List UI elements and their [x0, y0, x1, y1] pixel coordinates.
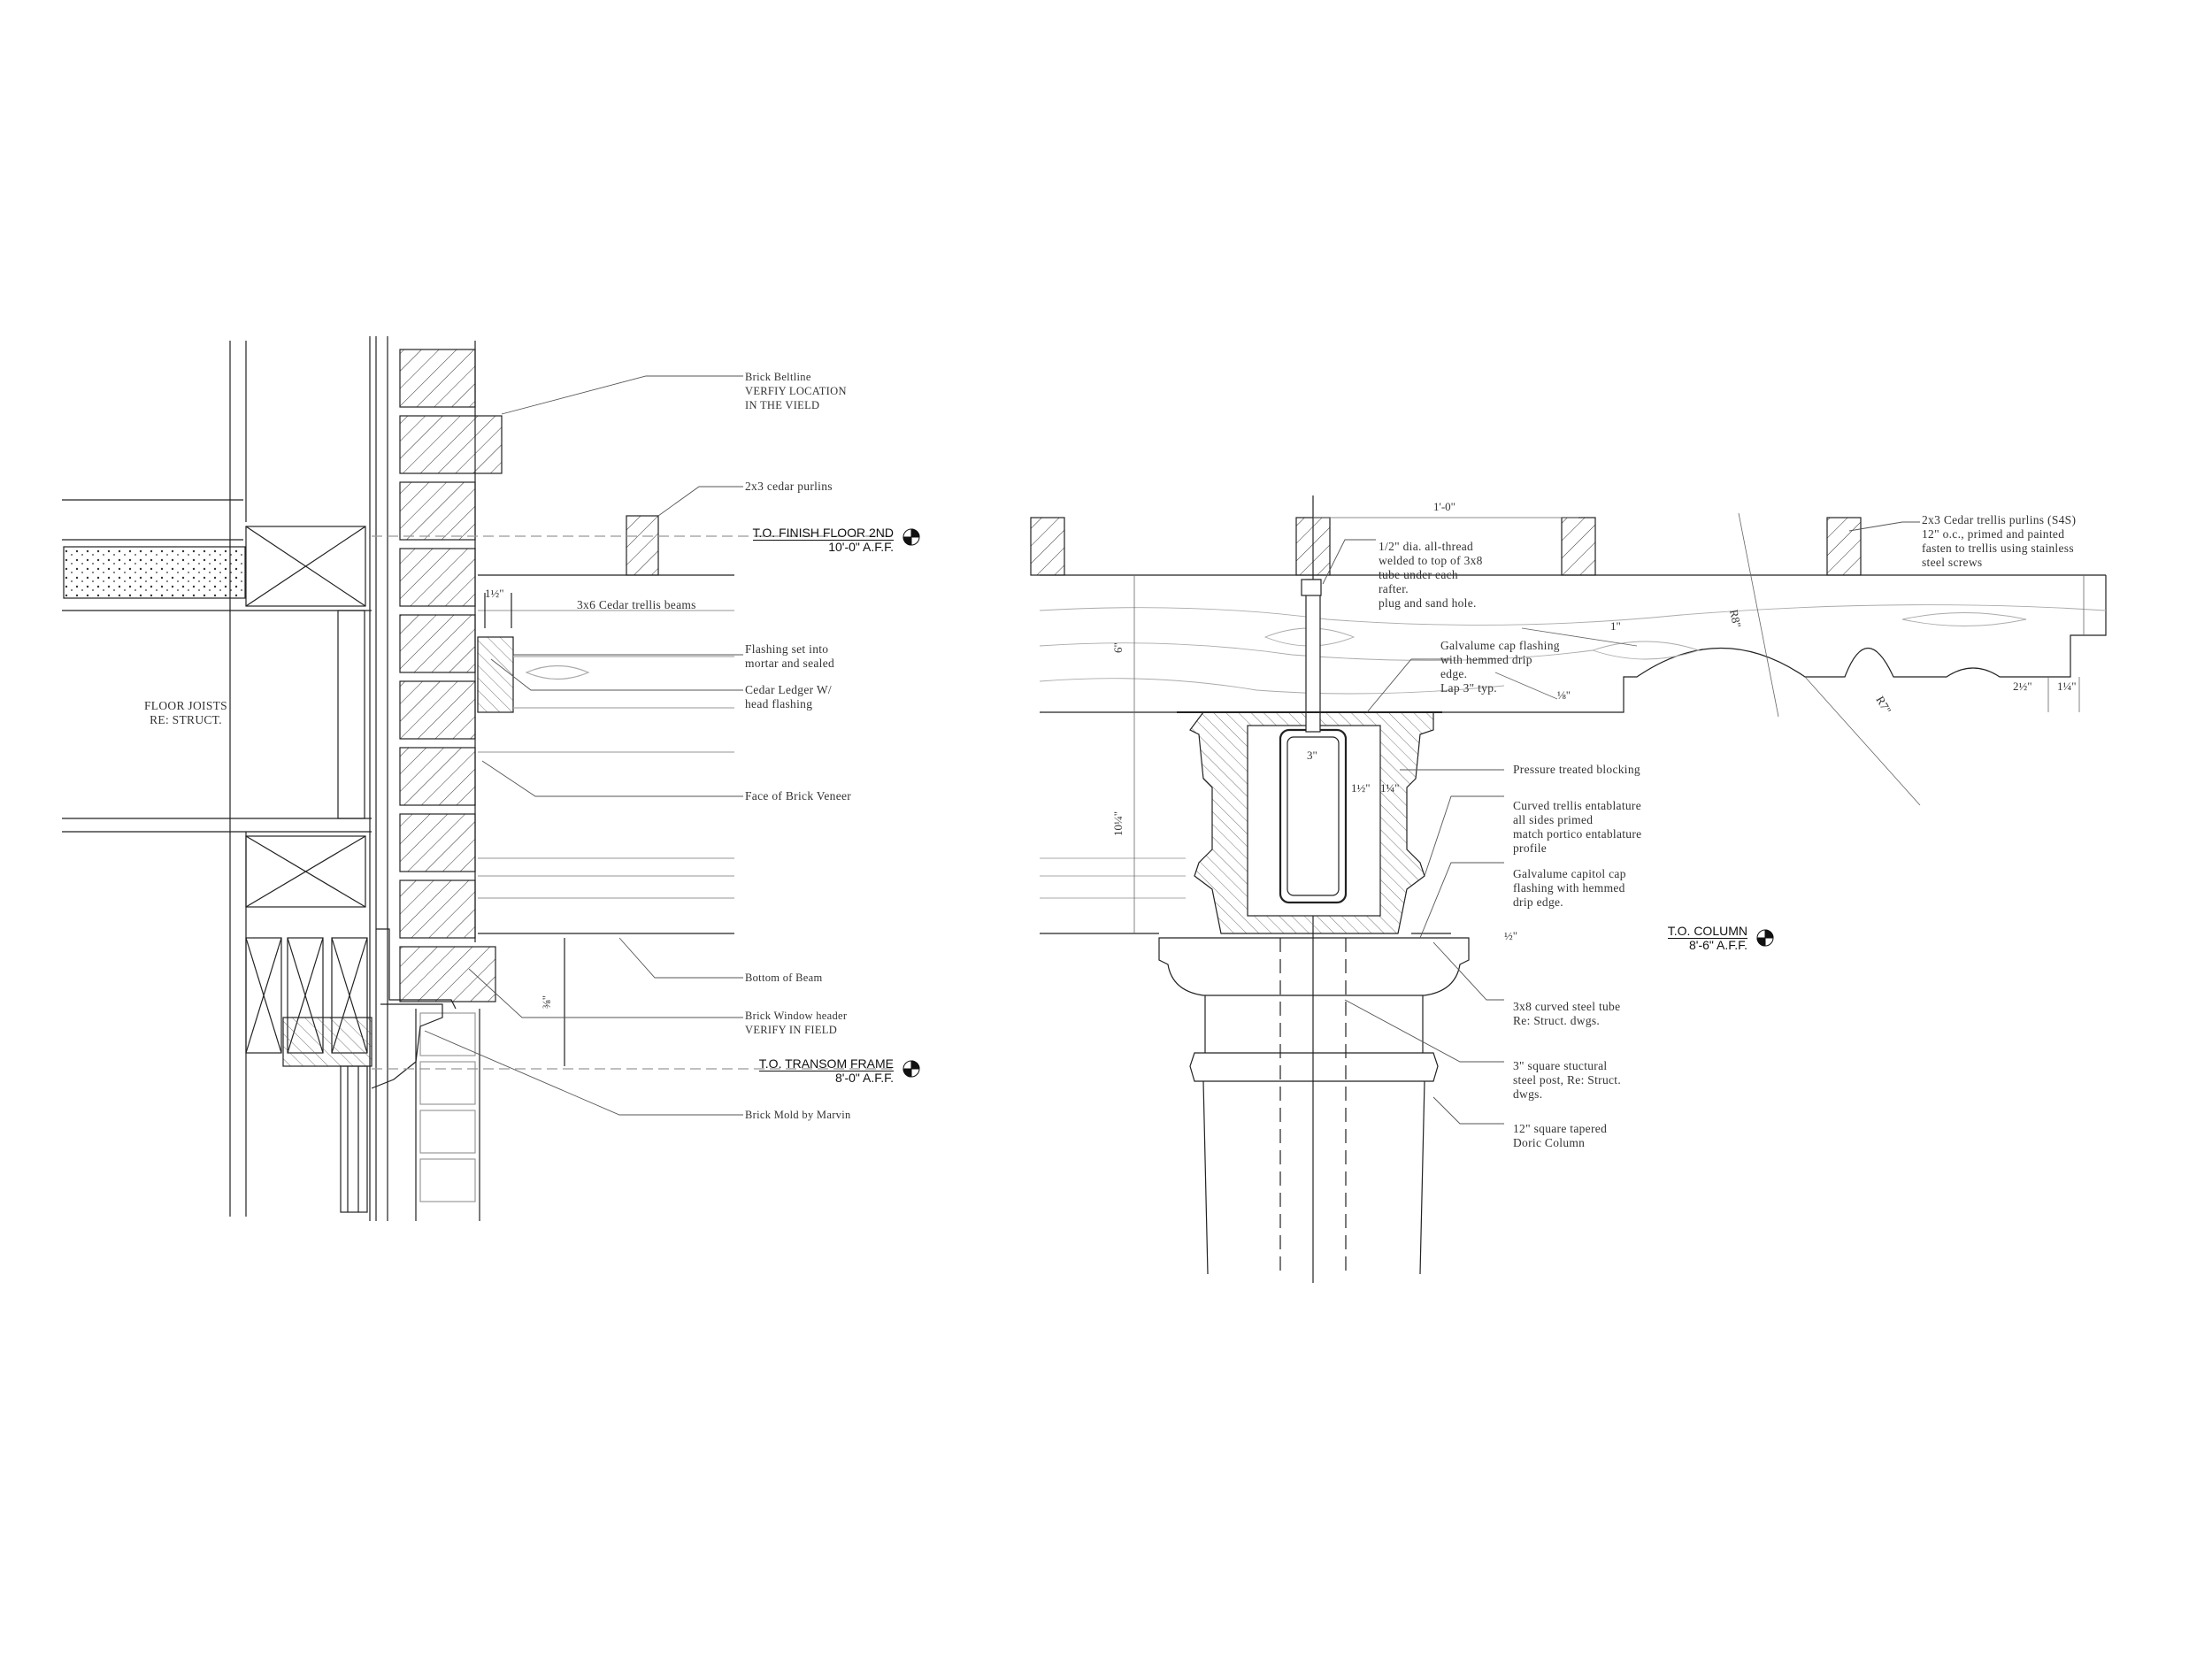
dim-one-half-b: 1½": [1351, 781, 1371, 795]
dim-one-half-a: 1½": [485, 587, 504, 600]
note-purlins-left: 2x3 cedar purlins: [745, 480, 833, 493]
note-trellis-beams: 3x6 Cedar trellis beams: [577, 598, 696, 611]
dim-half: ½": [1504, 929, 1517, 942]
dim-two-half: 2½": [2013, 680, 2032, 693]
dim-one-quarter-b: 1¼": [2057, 680, 2077, 693]
note-brick-mold: Brick Mold by Marvin: [745, 1109, 851, 1121]
note-cedar-ledger: Cedar Ledger W/head flashing: [745, 683, 832, 710]
dim-r-small: R8": [1727, 609, 1744, 629]
dim-one-foot: 1'-0": [1433, 500, 1455, 513]
dim-r-large: R7": [1873, 694, 1893, 716]
dim-six-in: 6": [1111, 642, 1125, 653]
note-purlins-right: 2x3 Cedar trellis purlins (S4S)12" o.c.,…: [1922, 513, 2077, 569]
dim-ten-quarter: 10¼": [1111, 811, 1125, 836]
dim-one-quarter: 1¼": [1380, 781, 1400, 795]
note-bottom-beam: Bottom of Beam: [745, 972, 823, 984]
dim-three-eighth: ⅜": [540, 995, 553, 1009]
dim-eighth: ⅛": [1557, 688, 1571, 702]
note-pressure-blocking: Pressure treated blocking: [1513, 763, 1640, 776]
dim-one-in: 1": [1610, 619, 1621, 633]
dim-three-in: 3": [1307, 749, 1317, 762]
note-face-brick: Face of Brick Veneer: [745, 789, 852, 803]
